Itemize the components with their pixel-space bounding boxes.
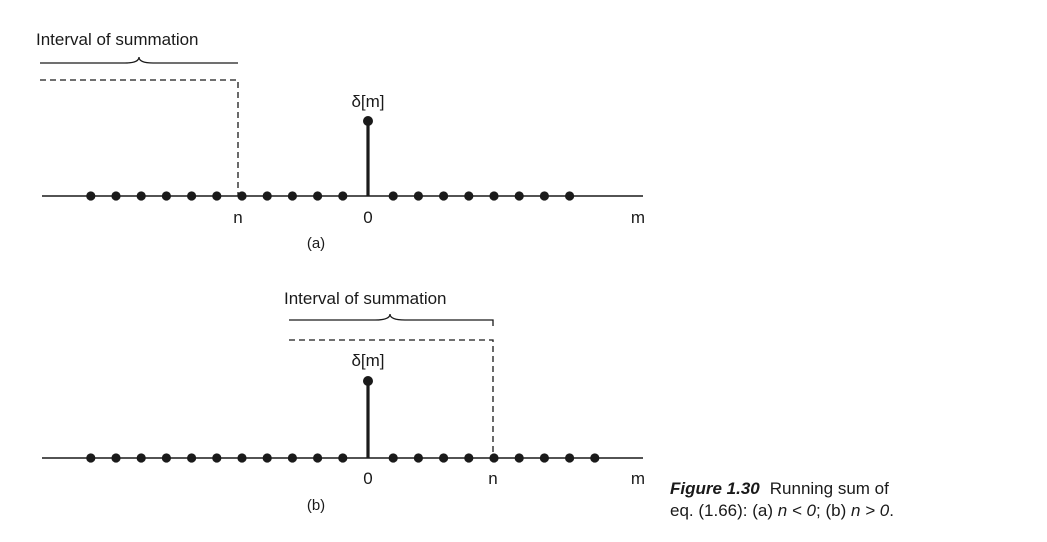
axis-label-b: m: [631, 469, 645, 488]
sample-dot: [136, 453, 146, 463]
sample-dot: [338, 453, 348, 463]
sample-dot: [388, 191, 398, 201]
sample-dot: [439, 453, 449, 463]
sample-dot: [212, 191, 222, 201]
zero-label-a: 0: [363, 208, 372, 227]
sample-dot: [565, 191, 575, 201]
caption-case-b: n > 0: [850, 501, 890, 520]
caption-line-1: Figure 1.30 Running sum of: [670, 478, 1040, 500]
sample-dot: [514, 453, 524, 463]
impulse-label-b: δ[m]: [351, 351, 384, 370]
sample-dot: [338, 191, 348, 201]
sample-dot: [287, 191, 297, 201]
sample-dot: [237, 191, 247, 201]
sample-dot: [262, 191, 272, 201]
sample-dot: [565, 453, 575, 463]
impulse-head-b: [363, 376, 373, 386]
zero-label-b: 0: [363, 469, 372, 488]
sample-dots-b: [86, 453, 600, 463]
figure-caption: Figure 1.30 Running sum of eq. (1.66): (a…: [670, 478, 1040, 522]
dashed-window-b: [289, 339, 494, 458]
sample-dot: [464, 191, 474, 201]
interval-label-b: Interval of summation: [284, 289, 447, 308]
interval-label-a: Interval of summation: [36, 30, 199, 49]
sample-dot: [539, 453, 550, 463]
sample-dot: [187, 191, 197, 201]
n-label-b: n: [488, 469, 497, 488]
sample-dot: [313, 453, 323, 463]
sample-dot: [86, 453, 96, 463]
sample-dot: [111, 191, 121, 201]
sample-dot: [136, 191, 146, 201]
impulse-label-a: δ[m]: [351, 92, 384, 111]
dashed-window-a: [40, 79, 239, 196]
impulse-head-a: [363, 116, 373, 126]
sample-dot: [111, 453, 121, 463]
sample-dot: [539, 191, 550, 201]
interval-brace-a: [40, 56, 238, 64]
sample-dot: [489, 191, 499, 201]
sample-dot: [212, 453, 222, 463]
sample-dot: [262, 453, 272, 463]
panel-b: Interval of summation δ[m] 0 n m (b): [42, 289, 645, 514]
sample-dot: [237, 453, 247, 463]
caption-title: Figure 1.30: [670, 479, 760, 498]
sample-dot: [413, 191, 423, 201]
sample-dot: [388, 453, 398, 463]
caption-prefix: eq. (1.66): (a): [670, 501, 778, 520]
sample-dot: [489, 453, 499, 463]
interval-brace-b: [289, 313, 494, 326]
n-label-a: n: [233, 208, 242, 227]
sample-dot: [313, 191, 323, 201]
panel-a: Interval of summation δ[m] n 0 m (a): [36, 30, 645, 252]
axis-label-a: m: [631, 208, 645, 227]
sample-dot: [514, 191, 524, 201]
sample-dot: [161, 191, 171, 201]
sample-dot: [187, 453, 197, 463]
sample-dot: [161, 453, 171, 463]
sub-label-a: (a): [307, 235, 325, 252]
sample-dot: [590, 453, 600, 463]
sample-dot: [86, 191, 96, 201]
sample-dot: [439, 191, 449, 201]
caption-line1-text: Running sum of: [769, 479, 889, 498]
caption-case-a: n < 0: [777, 501, 817, 520]
sample-dot: [287, 453, 297, 463]
sample-dot: [464, 453, 474, 463]
sample-dots-a: [86, 191, 575, 201]
caption-suffix: .: [889, 501, 894, 520]
caption-line-2: eq. (1.66): (a) n < 0; (b) n > 0.: [670, 500, 1040, 522]
sample-dot: [413, 453, 423, 463]
sub-label-b: (b): [307, 497, 325, 514]
caption-mid: ; (b): [816, 501, 851, 520]
